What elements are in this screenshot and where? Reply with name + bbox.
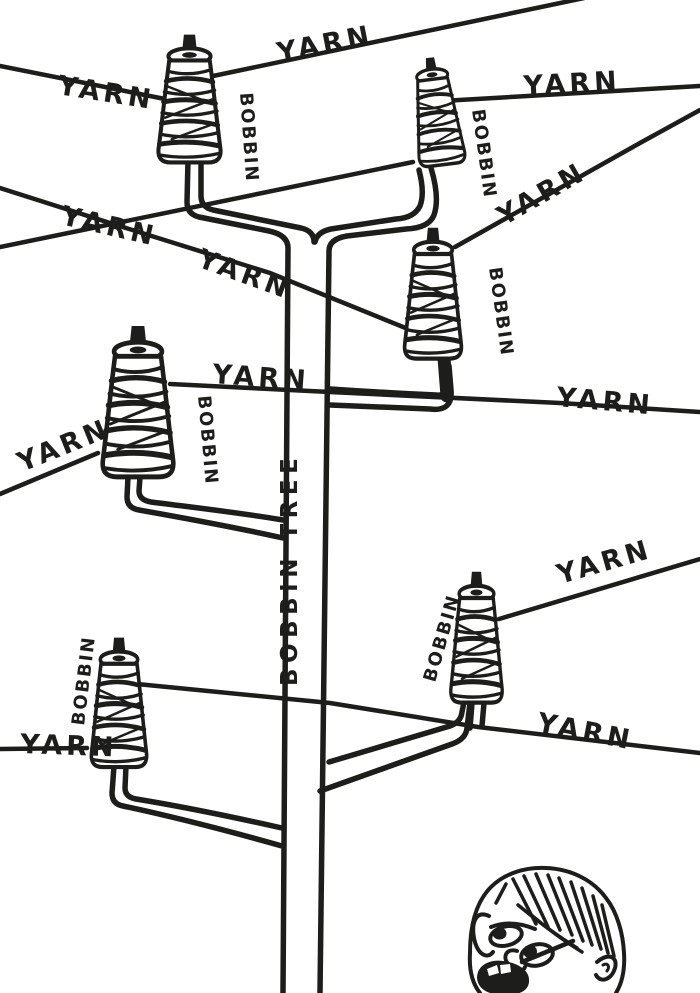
head-outline [467,865,627,993]
bobbin-4 [103,327,174,477]
trunk-right-edge [317,165,440,993]
yarn-line [0,745,90,752]
branch-bobbin-4 [136,474,286,523]
left-eye [488,924,524,948]
bobbin-1 [158,35,220,162]
branch-bobbin-3 [327,363,449,398]
bobbin-label: BOBBIN [235,92,262,183]
right-pupil [523,945,537,958]
right-ear-inner [601,962,610,973]
branch-bobbin-5 [326,699,467,765]
yarn-line [0,63,183,105]
branch-bobbin-6 [109,763,285,849]
left-brow [489,921,537,931]
bobbin-label: BOBBIN [193,395,222,487]
trunk-left-edge [184,157,291,993]
left-ear [471,912,495,958]
tooth [487,965,499,976]
right-brow [519,938,576,965]
yarn-line [439,83,700,104]
yarn-label: YARN [491,157,592,233]
hair-strokes [494,872,616,958]
yarn-label: YARN [273,20,375,69]
yarn-label: YARN [19,729,118,763]
yarn-label: YARN [211,359,311,397]
yarn-line [210,0,586,79]
yarn-label: YARN [534,707,636,756]
bobbin-3 [405,229,462,359]
branch-bobbin-4 [124,474,286,541]
yarn-label: YARN [57,200,160,252]
tooth [500,964,511,974]
yarn-label: YARN [554,382,655,421]
yarn-label: YARN [55,70,157,116]
yarn-label: YARN [193,243,296,306]
bobbin-5 [451,573,502,703]
bobbin-3-stem [437,351,454,403]
bobbin-2 [407,56,466,168]
yarn-label: YARN [522,66,622,102]
right-ear [594,954,618,982]
trunk-fork-inner-right [312,167,425,245]
trunk-title: BOBBIN TREE [277,453,303,686]
branch-bobbin-6 [122,763,285,831]
yarn-label: YARN [552,534,655,591]
bobbin-5-stem [479,700,487,729]
left-pupil [492,927,507,940]
bobbin-label: BOBBIN [484,266,517,358]
yarn-line [0,450,101,497]
yarn-line [0,185,416,334]
branch-bobbin-5 [317,700,473,794]
face [467,865,627,993]
yarn-line [496,556,700,622]
yarn-lines [0,0,700,756]
tree-trunk-and-branches [109,157,487,993]
bobbin-label: BOBBIN [467,108,500,200]
trunk-fork-inner-left [198,157,317,245]
bobbin-5-stem [467,700,475,731]
yarn-line [452,107,700,250]
yarn-line [134,681,700,756]
